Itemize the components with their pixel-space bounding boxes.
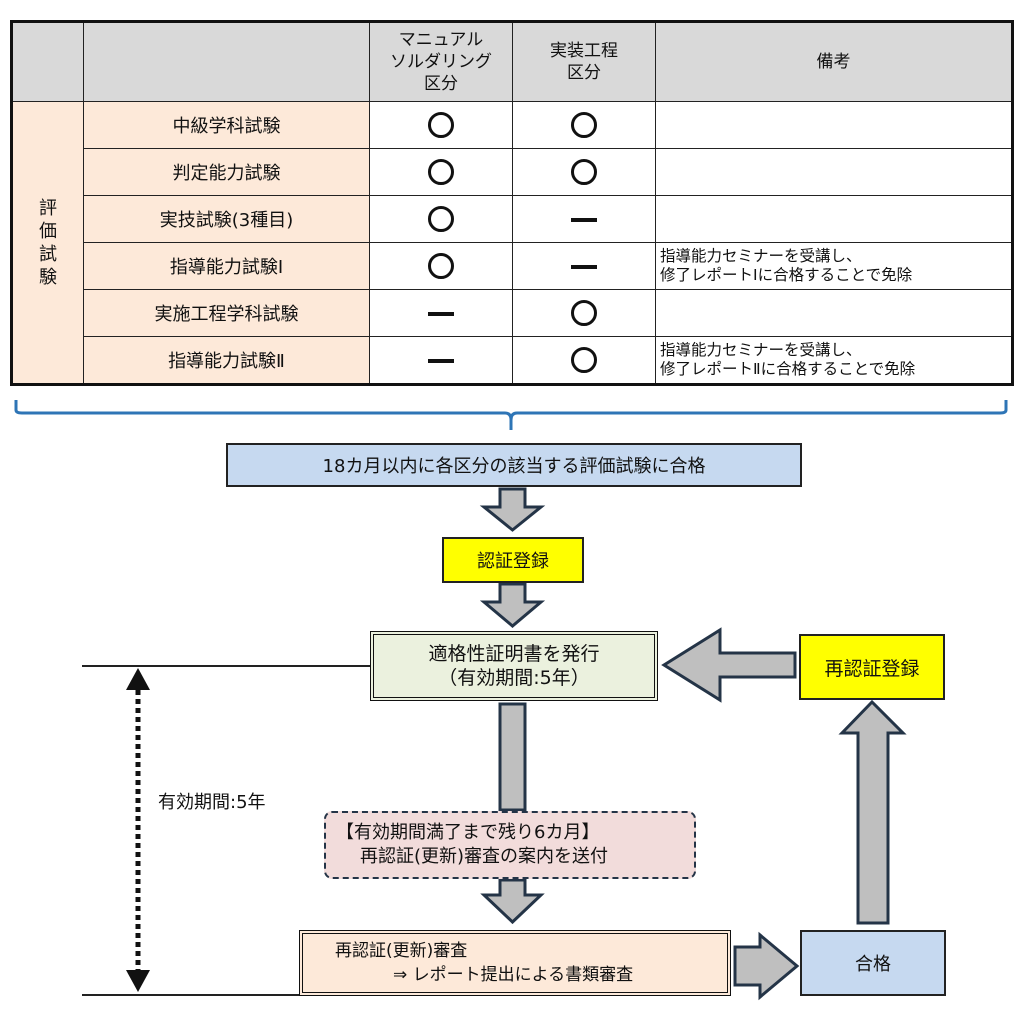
dash-mark-icon xyxy=(428,311,454,316)
right-arrow-to-passed xyxy=(733,931,800,1001)
validity-bottom-line xyxy=(82,994,300,996)
passed-text: 合格 xyxy=(855,954,891,975)
table-row: 指導能力試験Ⅱ 指導能力セミナーを受講し、修了レポートⅡに合格することで免除 xyxy=(12,336,1013,385)
exam-name-cell: 実技試験(3種目) xyxy=(83,195,370,243)
exam-name-cell: 判定能力試験 xyxy=(83,148,370,196)
note-cell xyxy=(655,289,1013,337)
up-arrow-to-recert xyxy=(838,699,907,925)
validity-top-line xyxy=(82,665,372,667)
renewal-review-box: 再認証(更新)審査 ⇒ レポート提出による書類審査 xyxy=(299,930,731,996)
process-cell xyxy=(512,289,656,337)
manual-soldering-cell xyxy=(369,242,513,290)
issue-cert-line2: （有効期間:5年） xyxy=(438,667,590,689)
note-cell xyxy=(655,148,1013,196)
category-char: 試 xyxy=(39,243,57,265)
manual-soldering-cell xyxy=(369,289,513,337)
recert-registration-box: 再認証登録 xyxy=(799,634,945,700)
review-line2: ⇒ レポート提出による書類審査 xyxy=(393,965,634,985)
validity-label: 有効期間:5年 xyxy=(158,792,266,813)
manual-soldering-cell xyxy=(369,336,513,385)
table-row: 評価試験中級学科試験 xyxy=(11,101,1013,385)
table-row: 実施工程学科試験 xyxy=(12,289,1013,337)
exam-name-cell: 中級学科試験 xyxy=(83,101,370,149)
process-cell xyxy=(512,195,656,243)
circle-mark-icon xyxy=(428,206,454,232)
category-cell: 評価試験 xyxy=(11,101,84,385)
category-char: 評 xyxy=(39,197,57,219)
pass-exams-box: 18カ月以内に各区分の該当する評価試験に合格 xyxy=(226,443,802,487)
cert-registration-text: 認証登録 xyxy=(477,551,549,572)
process-cell xyxy=(512,148,656,196)
circle-mark-icon xyxy=(571,159,597,185)
process-cell xyxy=(512,336,656,385)
recert-registration-text: 再認証登録 xyxy=(824,657,920,680)
table-row: 判定能力試験 xyxy=(12,148,1013,196)
process-cell xyxy=(512,242,656,290)
dash-mark-icon xyxy=(571,264,597,269)
note-cell xyxy=(655,195,1013,243)
validity-arrow-bottom xyxy=(126,970,150,992)
issue-cert-box: 適格性証明書を発行 （有効期間:5年） xyxy=(370,631,658,701)
header-process: 実装工程 区分 xyxy=(512,21,656,102)
connector-cert-to-notice xyxy=(498,702,527,812)
evaluation-exam-table: マニュアル ソルダリング 区分 実装工程 区分 備考 評価試験中級学科試験判定能… xyxy=(10,20,1014,386)
header-manual-soldering: マニュアル ソルダリング 区分 xyxy=(369,21,513,102)
circle-mark-icon xyxy=(428,112,454,138)
note-line: 指導能力セミナーを受講し、 xyxy=(660,341,862,359)
review-line1: 再認証(更新)審査 xyxy=(335,941,468,961)
pass-exams-text: 18カ月以内に各区分の該当する評価試験に合格 xyxy=(322,456,706,477)
notice-line2: 再認証(更新)審査の案内を送付 xyxy=(360,846,609,867)
table-row: 指導能力試験Ⅰ 指導能力セミナーを受講し、修了レポートⅠに合格することで免除 xyxy=(12,242,1013,290)
circle-mark-icon xyxy=(428,159,454,185)
circle-mark-icon xyxy=(571,300,597,326)
passed-box: 合格 xyxy=(800,930,946,996)
circle-mark-icon xyxy=(571,112,597,138)
issue-cert-line1: 適格性証明書を発行 xyxy=(428,643,600,665)
category-char: 験 xyxy=(39,266,57,288)
note-cell: 指導能力セミナーを受講し、修了レポートⅡに合格することで免除 xyxy=(655,336,1013,385)
down-arrow-to-issue-cert xyxy=(479,582,546,628)
note-cell xyxy=(655,101,1013,149)
validity-arrow-top xyxy=(126,668,150,690)
note-line: 指導能力セミナーを受講し、 xyxy=(660,247,862,265)
brace xyxy=(14,400,1008,430)
note-line: 修了レポートⅡに合格することで免除 xyxy=(660,360,916,378)
exam-name-cell: 指導能力試験Ⅱ xyxy=(83,336,370,385)
renewal-notice-box: 【有効期間満了まで残り6カ月】 再認証(更新)審査の案内を送付 xyxy=(324,811,696,879)
exam-name-cell: 実施工程学科試験 xyxy=(83,289,370,337)
note-line: 修了レポートⅠに合格することで免除 xyxy=(660,266,913,284)
down-arrow-to-registration xyxy=(479,487,546,532)
dash-mark-icon xyxy=(571,217,597,222)
circle-mark-icon xyxy=(428,253,454,279)
exam-name-cell: 指導能力試験Ⅰ xyxy=(83,242,370,290)
cert-registration-box: 認証登録 xyxy=(442,537,584,583)
note-cell: 指導能力セミナーを受講し、修了レポートⅠに合格することで免除 xyxy=(655,242,1013,290)
left-arrow-to-issue-cert xyxy=(661,627,797,703)
down-arrow-to-review xyxy=(480,878,545,925)
header-notes: 備考 xyxy=(655,21,1013,102)
notice-line1: 【有効期間満了まで残り6カ月】 xyxy=(336,822,600,843)
category-char: 価 xyxy=(39,220,57,242)
circle-mark-icon xyxy=(571,347,597,373)
table-row: 実技試験(3種目) xyxy=(12,195,1013,243)
dash-mark-icon xyxy=(428,358,454,363)
